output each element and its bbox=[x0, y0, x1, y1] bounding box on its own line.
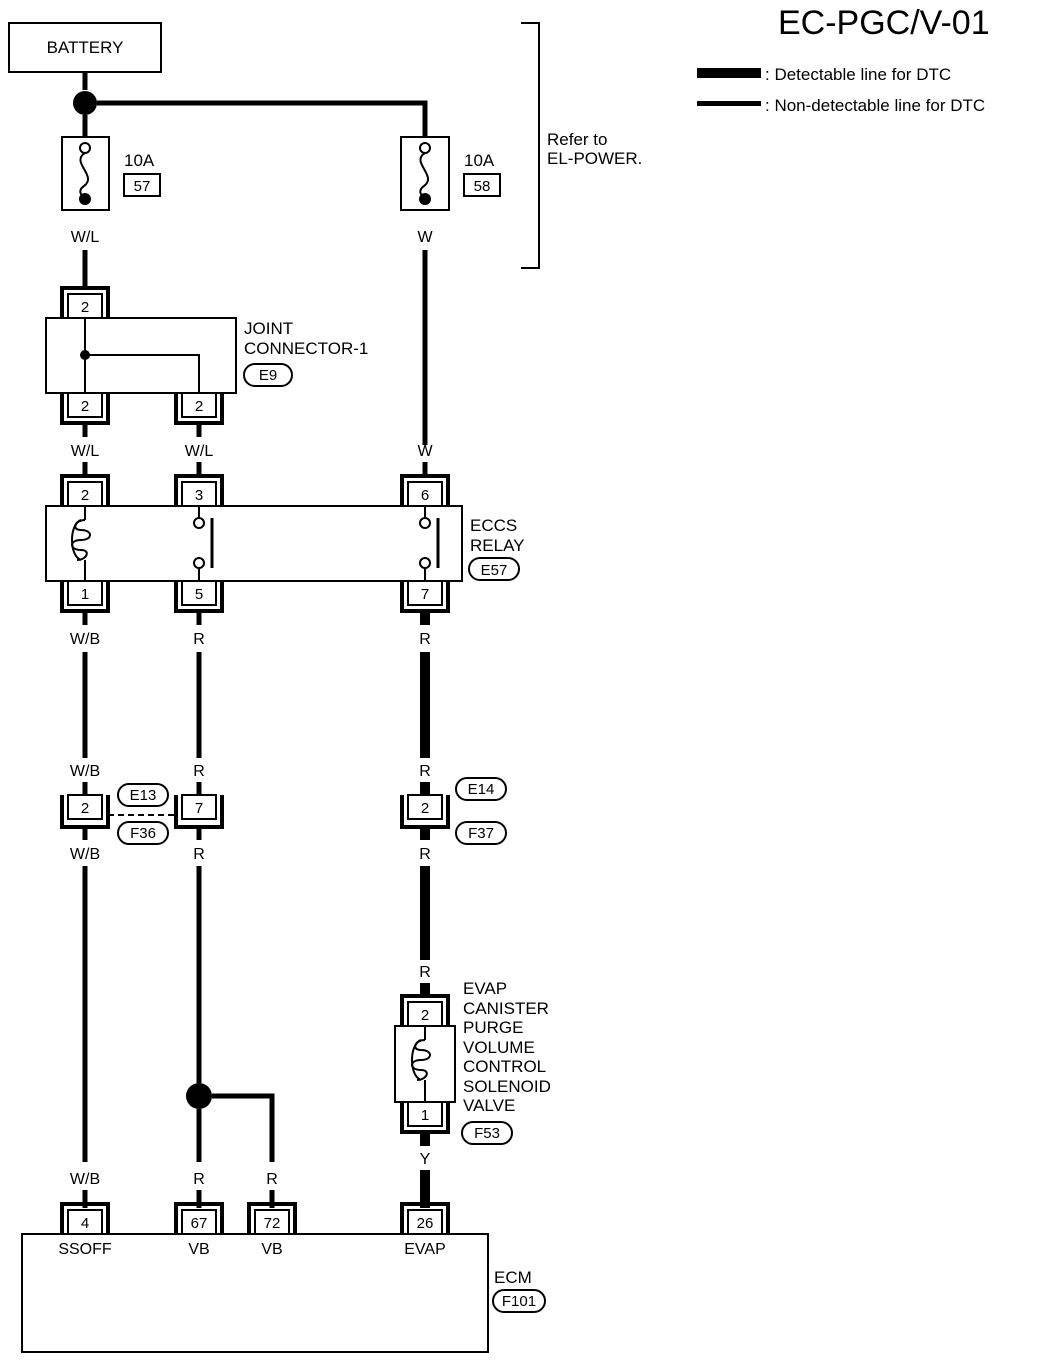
ecm-box bbox=[21, 1233, 489, 1353]
solenoid-label-line7: VALVE bbox=[463, 1096, 515, 1115]
wire-label-wb-3: W/B bbox=[70, 846, 100, 863]
wire-label-wl-1: W/L bbox=[71, 229, 100, 246]
pin-ecm-4: 4 bbox=[81, 1215, 89, 1232]
solenoid-label-line4: VOLUME bbox=[463, 1038, 535, 1057]
solenoid-label-line6: SOLENOID bbox=[463, 1077, 551, 1096]
wire-label-r-5: R bbox=[193, 846, 205, 863]
fuse-57: 10A 57 bbox=[61, 136, 161, 211]
wire-label-r-2: R bbox=[419, 631, 431, 648]
connector-f37-id: F37 bbox=[468, 825, 494, 842]
eccs-relay: 2 3 6 1 5 7 ECCS RELAY bbox=[45, 474, 525, 613]
wire-label-r-7: R bbox=[419, 964, 431, 981]
pin-jc-bottom-left: 2 bbox=[81, 398, 89, 415]
pin-relay-5: 5 bbox=[195, 586, 203, 603]
pin-ecm-67: 67 bbox=[191, 1215, 208, 1232]
ecm-terminal-evap: EVAP bbox=[404, 1241, 446, 1258]
pin-jc-bottom-right: 2 bbox=[195, 398, 203, 415]
evap-solenoid: 2 1 EVAP CANISTER PURGE VOLUME CONTROL S… bbox=[394, 979, 551, 1145]
wire-label-w-2: W bbox=[417, 443, 433, 460]
wire-label-y: Y bbox=[420, 1151, 431, 1168]
battery-label: BATTERY bbox=[47, 38, 124, 57]
wire-label-r-6: R bbox=[419, 846, 431, 863]
legend: : Detectable line for DTC : Non-detectab… bbox=[697, 65, 985, 115]
ecm: 4 67 72 26 SSOFF VB VB EVAP ECM F101 bbox=[21, 1202, 546, 1353]
solenoid-label-line5: CONTROL bbox=[463, 1057, 546, 1076]
solenoid-label-line1: EVAP bbox=[463, 979, 507, 998]
pin-e13-7: 7 bbox=[195, 800, 203, 817]
pin-relay-3: 3 bbox=[195, 487, 203, 504]
solenoid-label-line3: PURGE bbox=[463, 1018, 523, 1037]
pin-ecm-72: 72 bbox=[264, 1215, 281, 1232]
wire-label-r-3: R bbox=[193, 763, 205, 780]
diagram-title: EC-PGC/V-01 bbox=[778, 4, 990, 42]
connector-e13-f36: 2 7 E13 F36 bbox=[60, 783, 224, 845]
pin-relay-7: 7 bbox=[421, 586, 429, 603]
connector-e14-f37: 2 E14 F37 bbox=[400, 777, 507, 845]
joint-connector-1: 2 2 2 JOINT CONNECTOR-1 E9 bbox=[45, 286, 368, 425]
solenoid-connector-id: F53 bbox=[474, 1125, 500, 1142]
vb-junction-dot bbox=[186, 1083, 212, 1109]
pin-ecm-26: 26 bbox=[417, 1215, 434, 1232]
legend-detectable-text: : Detectable line for DTC bbox=[765, 65, 951, 84]
wire-label-r-4: R bbox=[419, 763, 431, 780]
ecm-terminal-ssoff: SSOFF bbox=[58, 1241, 112, 1258]
solenoid-label-line2: CANISTER bbox=[463, 999, 549, 1018]
refer-line2: EL-POWER. bbox=[547, 149, 642, 168]
legend-detectable-swatch bbox=[697, 68, 761, 78]
wire-label-wb-4: W/B bbox=[70, 1171, 100, 1188]
pin-relay-1: 1 bbox=[81, 586, 89, 603]
relay-connector-id: E57 bbox=[481, 562, 508, 579]
connector-e14-id: E14 bbox=[468, 781, 495, 798]
wire-label-wb-1: W/B bbox=[70, 631, 100, 648]
refer-bracket bbox=[521, 22, 540, 269]
legend-non-detectable-swatch bbox=[697, 101, 761, 106]
relay-label-line2: RELAY bbox=[470, 536, 525, 555]
wire-label-w-1: W bbox=[417, 229, 433, 246]
battery-junction-dot bbox=[73, 91, 97, 115]
battery: BATTERY bbox=[8, 22, 162, 73]
legend-non-detectable-text: : Non-detectable line for DTC bbox=[765, 96, 985, 115]
wire-label-wb-2: W/B bbox=[70, 763, 100, 780]
pin-e13-2: 2 bbox=[81, 800, 89, 817]
jc-connector-id: E9 bbox=[259, 367, 277, 384]
ecm-terminal-vb-1: VB bbox=[188, 1241, 209, 1258]
ecm-terminal-vb-2: VB bbox=[261, 1241, 282, 1258]
pin-relay-2: 2 bbox=[81, 487, 89, 504]
fuse57-number: 57 bbox=[134, 178, 151, 195]
wire-label-r-8: R bbox=[193, 1171, 205, 1188]
pin-solenoid-2: 2 bbox=[421, 1007, 429, 1024]
pin-jc-top: 2 bbox=[81, 299, 89, 316]
wire-label-r-1: R bbox=[193, 631, 205, 648]
fuse58-rating: 10A bbox=[464, 151, 495, 170]
wire-label-wl-3: W/L bbox=[185, 443, 214, 460]
connector-e13-id: E13 bbox=[130, 787, 157, 804]
jc-label-line2: CONNECTOR-1 bbox=[244, 339, 368, 358]
pin-solenoid-1: 1 bbox=[421, 1107, 429, 1124]
ecm-connector-id: F101 bbox=[502, 1293, 536, 1310]
wire-label-r-9: R bbox=[266, 1171, 278, 1188]
relay-label-line1: ECCS bbox=[470, 516, 517, 535]
fuse58-number: 58 bbox=[474, 178, 491, 195]
ecm-label: ECM bbox=[494, 1268, 532, 1287]
refer-line1: Refer to bbox=[547, 130, 607, 149]
fuse57-rating: 10A bbox=[124, 151, 155, 170]
connector-f36-id: F36 bbox=[130, 825, 156, 842]
pin-relay-6: 6 bbox=[421, 487, 429, 504]
pin-e14-2: 2 bbox=[421, 800, 429, 817]
wire-label-wl-2: W/L bbox=[71, 443, 100, 460]
jc-label-line1: JOINT bbox=[244, 319, 293, 338]
fuse-58: 10A 58 bbox=[400, 136, 501, 211]
